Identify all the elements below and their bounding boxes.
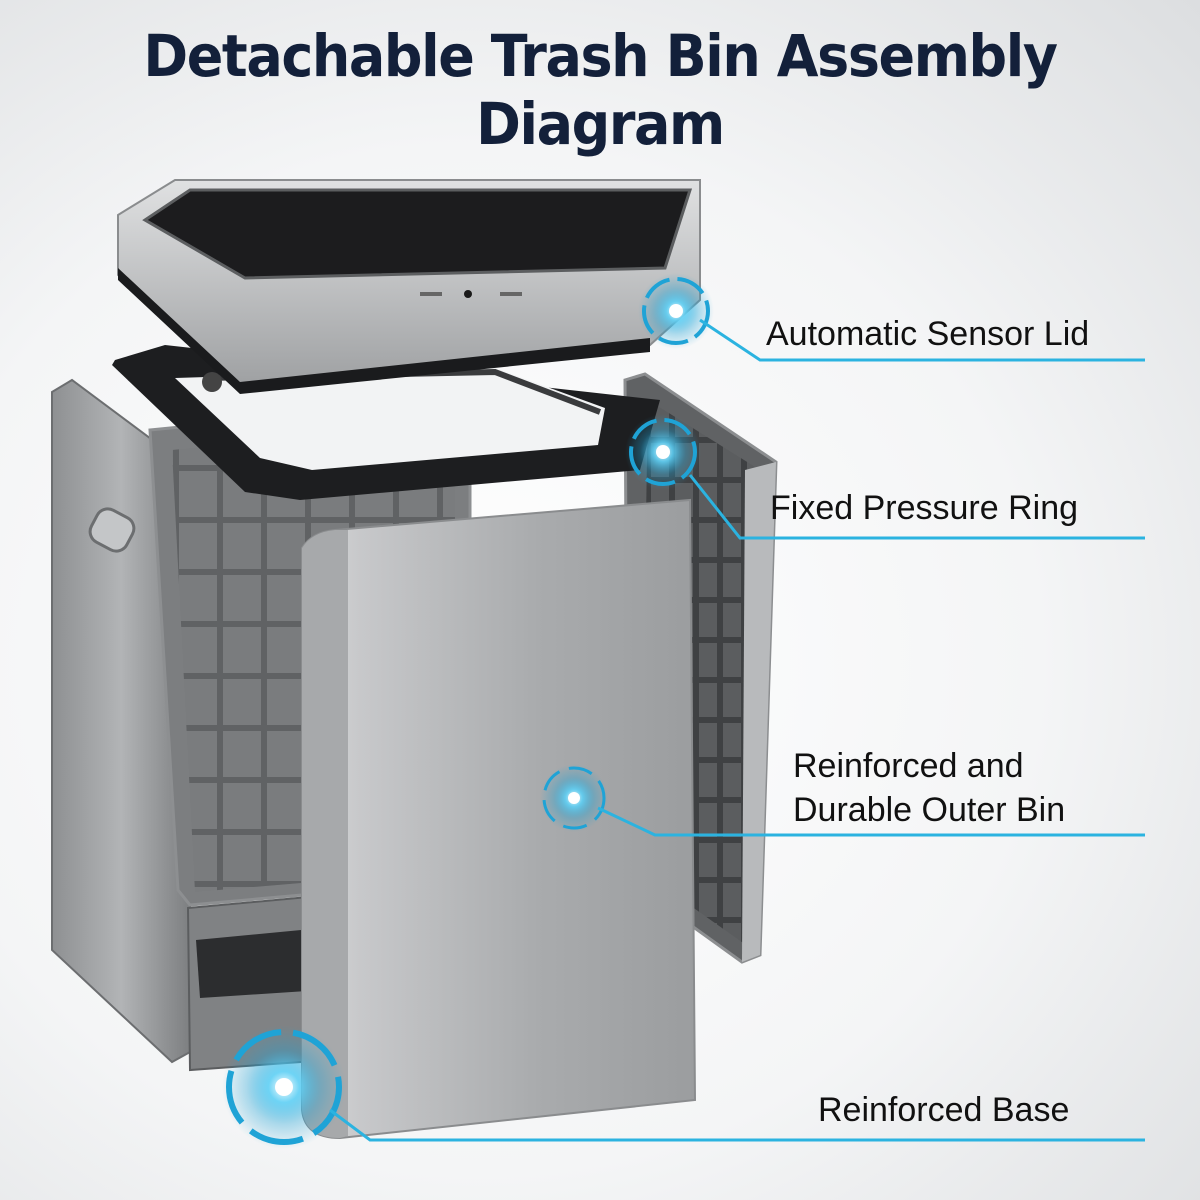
leader-line-base <box>329 1108 1145 1142</box>
callout-marker-ring <box>625 414 701 490</box>
callout-marker-base <box>222 1025 346 1149</box>
callout-label-lid: Automatic Sensor Lid <box>766 315 1090 353</box>
diagram-title: Detachable Trash Bin Assembly Diagram <box>143 22 1058 158</box>
callout-label-ring: Fixed Pressure Ring <box>770 489 1079 527</box>
front-panel <box>301 498 697 1140</box>
left-side-panel <box>51 378 191 1064</box>
leader-lines <box>329 318 1145 1142</box>
lid <box>117 179 701 394</box>
leader-line-lid <box>699 318 1145 362</box>
callout-marker-lid <box>638 273 714 349</box>
callout-label-base: Reinforced Base <box>818 1091 1070 1129</box>
callout-label-bin-line2: Durable Outer Bin <box>793 791 1066 829</box>
leader-line-bin <box>597 806 1145 837</box>
callout-marker-bin <box>540 764 608 832</box>
callout-label-bin-line1: Reinforced and <box>793 747 1024 785</box>
leader-line-ring <box>688 474 1145 540</box>
